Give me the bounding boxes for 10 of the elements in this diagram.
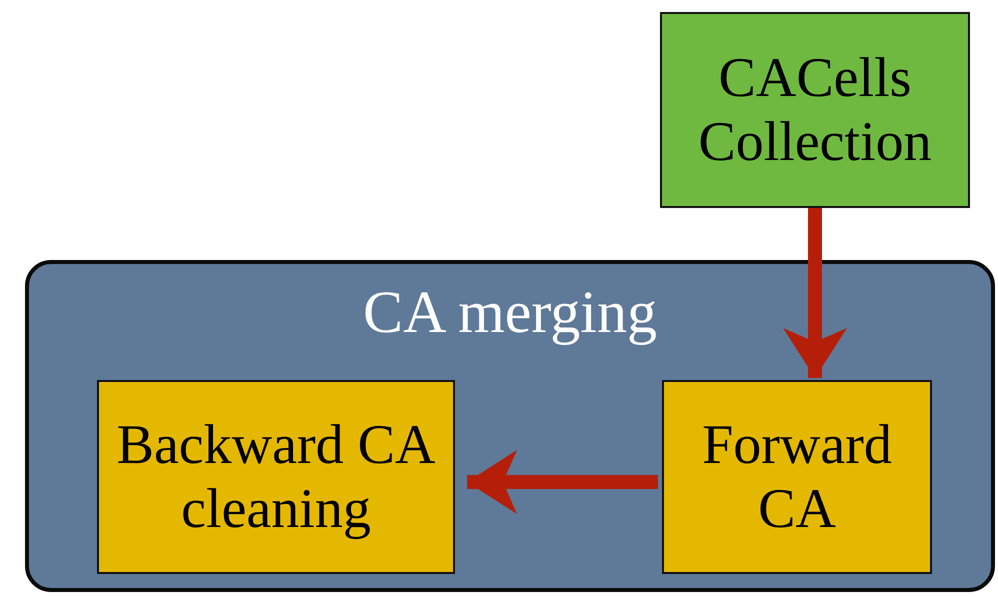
group-panel — [25, 260, 995, 592]
box-label: Backward CA cleaning — [116, 412, 436, 542]
box-label: Forward CA — [701, 412, 893, 542]
arrow — [783, 208, 847, 378]
process-box — [97, 380, 455, 574]
box-label: CACells Collection — [697, 46, 933, 174]
group-title: CA merging — [362, 278, 658, 347]
process-box — [662, 380, 932, 574]
process-box — [660, 12, 970, 208]
arrow — [467, 450, 658, 514]
